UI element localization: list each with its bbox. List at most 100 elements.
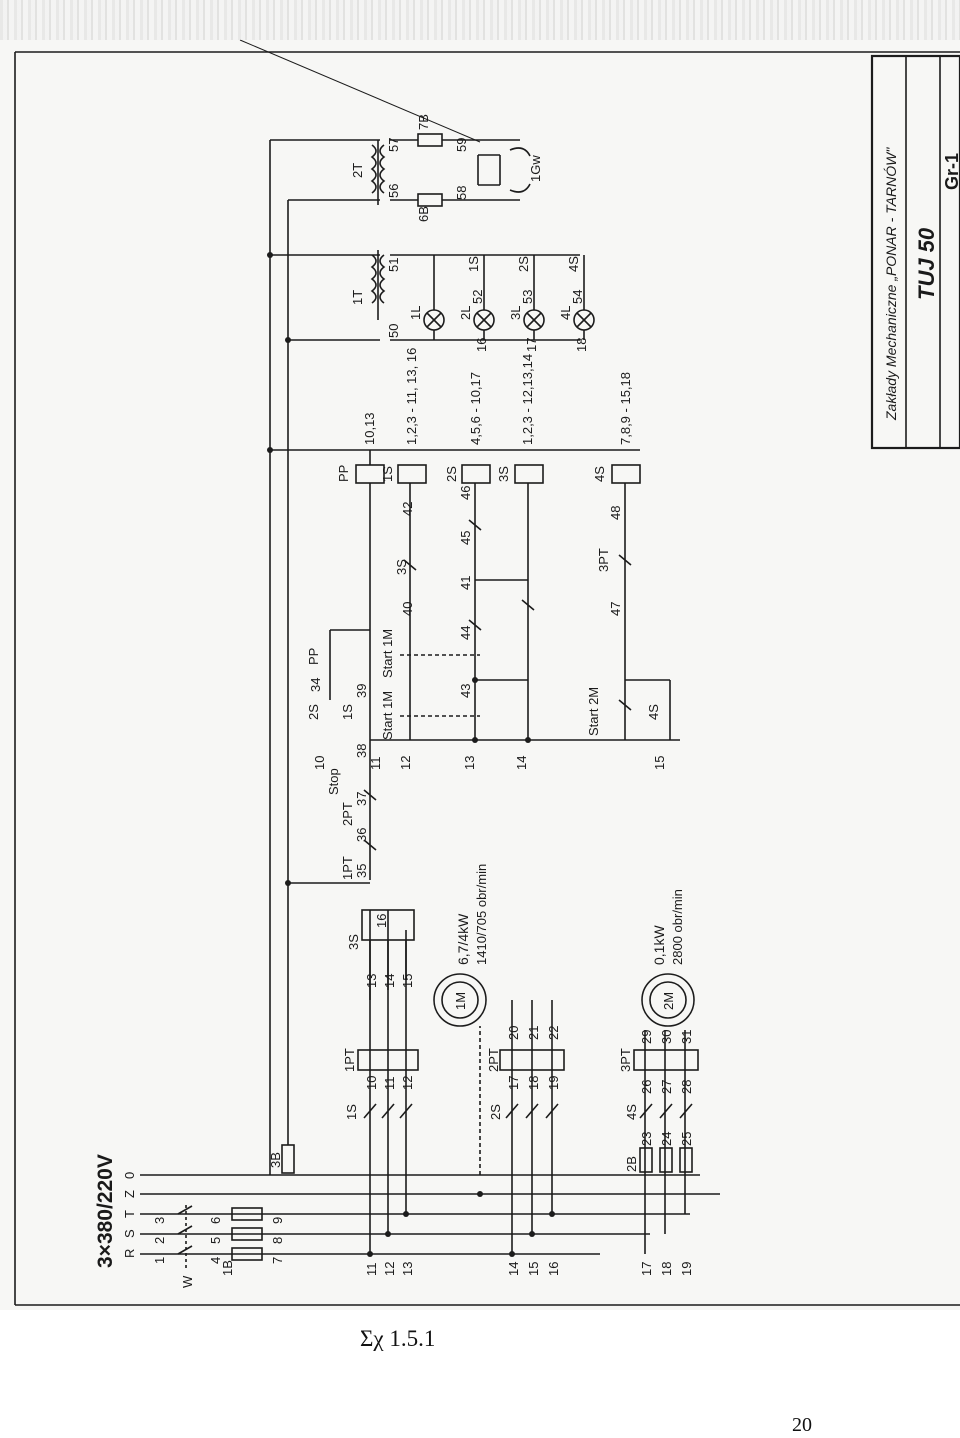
lamp-2l-switch: 1S [466, 256, 481, 272]
overload-1pt-label: 1PT [342, 1048, 357, 1072]
bus-label-16: 16 [546, 1262, 561, 1276]
title-sheet-code: Gr-1 [942, 153, 960, 190]
fuse-3b-label: 3B [268, 1152, 283, 1168]
page-number: 20 [792, 1414, 812, 1436]
wire-50: 50 [386, 324, 401, 338]
wire-17: 17 [506, 1076, 521, 1090]
wire-21: 21 [526, 1026, 541, 1040]
wire-8: 8 [270, 1237, 285, 1244]
start-2m-label: Start 2M [586, 687, 601, 736]
wire-36: 36 [354, 828, 369, 842]
wire-25: 25 [679, 1132, 694, 1146]
phase-r: R [122, 1249, 137, 1258]
coil-2s-refs: 4,5,6 - 10,17 [468, 372, 483, 445]
fuse-6b-label: 6B [416, 206, 431, 222]
wire-27: 27 [659, 1080, 674, 1094]
contact-16: 16 [374, 914, 389, 928]
ctrl-1s-label: 1S [340, 704, 355, 720]
wire-1: 1 [152, 1257, 167, 1264]
ctrl-3pt-label: 3PT [596, 548, 611, 572]
wire-59: 59 [454, 138, 469, 152]
wire-10: 10 [364, 1076, 379, 1090]
wire-46: 46 [458, 486, 473, 500]
lamp-2l-name: 2L [458, 306, 473, 320]
socket-1gw-label: 1Gw [528, 155, 543, 182]
transformer-1t-label: 1T [350, 290, 365, 305]
overload-2pt-label: 2PT [486, 1048, 501, 1072]
wire-31: 31 [679, 1030, 694, 1044]
bus-label-15: 15 [526, 1262, 541, 1276]
lamp-4l-switch: 4S [566, 256, 581, 272]
motor-2m-speed: 2800 obr/min [670, 889, 685, 965]
motor-2m-power: 0,1kW [651, 925, 667, 965]
ctrl-34-label: 34 [308, 678, 323, 692]
wire-51: 51 [386, 258, 401, 272]
bus-label-19: 19 [679, 1262, 694, 1276]
wire-35: 35 [354, 864, 369, 878]
wire-22: 22 [546, 1026, 561, 1040]
main-switch-label: W [180, 1275, 195, 1288]
bus-label-11: 11 [364, 1263, 379, 1277]
fuse-7b-label: 7B [416, 114, 431, 130]
wire-44: 44 [458, 626, 473, 640]
schematic-sheet: 3×380/220V W 1B 3B R S T Z 0 1 2 3 4 5 6… [0, 0, 960, 1306]
bus-label-13: 13 [400, 1262, 415, 1276]
lamp-3l-name: 3L [508, 306, 523, 320]
wire-11: 11 [382, 1077, 397, 1091]
ctrl-2pt-label: 2PT [340, 802, 355, 826]
ctrl-2s-label: 2S [306, 704, 321, 720]
wire-37: 37 [354, 792, 369, 806]
rung-label-15: 15 [652, 756, 667, 770]
bus-label-14: 14 [506, 1262, 521, 1276]
motor-1m-symbol: 1M [453, 992, 468, 1010]
coil-2s-name: 2S [444, 466, 459, 482]
contactor-1s-label: 1S [344, 1104, 359, 1120]
lamp-3l-switch: 2S [516, 256, 531, 272]
start-1m-label-a: Start 1M [380, 691, 395, 740]
rung-label-10: 10 [312, 756, 327, 770]
bus-label-18: 18 [659, 1262, 674, 1276]
rung-label-12: 12 [398, 756, 413, 770]
motor-2m-symbol: 2M [661, 992, 676, 1010]
motor-1m-speed: 1410/705 obr/min [474, 864, 489, 965]
wire-4: 4 [208, 1257, 223, 1264]
wire-42: 42 [400, 502, 415, 516]
overload-3pt-label: 3PT [618, 1048, 633, 1072]
bus-label-12: 12 [382, 1262, 397, 1276]
title-company: Zakłady Mechaniczne „PONAR - TARNÓW" [883, 147, 899, 421]
lamp-1l-name: 1L [408, 306, 423, 320]
ctrl-4s-label: 4S [646, 704, 661, 720]
wire-20: 20 [506, 1026, 521, 1040]
ctrl-3s-label: 3S [394, 559, 409, 575]
wire-45: 45 [458, 531, 473, 545]
lamp-2l-wire: 52 [470, 290, 485, 304]
coil-4s-name: 4S [592, 466, 607, 482]
coil-3s-refs: 1,2,3 - 12,13,14 [520, 354, 535, 445]
wire-39: 39 [354, 684, 369, 698]
coil-1s-refs: 1,2,3 - 11, 13, 16 [404, 348, 419, 445]
wire-2: 2 [152, 1237, 167, 1244]
fuse-2b-label: 2B [624, 1156, 639, 1172]
contactor-4s-label: 4S [624, 1104, 639, 1120]
coil-3s-name: 3S [496, 466, 511, 482]
wire-47: 47 [608, 602, 623, 616]
wire-19: 19 [546, 1076, 561, 1090]
wire-30: 30 [659, 1030, 674, 1044]
wire-48: 48 [608, 506, 623, 520]
wire-5: 5 [208, 1237, 223, 1244]
wire-26: 26 [639, 1080, 654, 1094]
lamp-2l-ref: 16 [474, 338, 489, 352]
lamp-3l-ref: 17 [524, 338, 539, 352]
stop-button-label: Stop [326, 768, 341, 795]
motor-1m-power: 6,7/4kW [455, 913, 471, 965]
phase-t: T [122, 1210, 137, 1218]
wire-15: 15 [400, 974, 415, 988]
wire-3: 3 [152, 1217, 167, 1224]
wire-58: 58 [454, 186, 469, 200]
rung-label-13: 13 [462, 756, 477, 770]
lamp-3l-wire: 53 [520, 290, 535, 304]
figure-caption: Σχ 1.5.1 [360, 1326, 436, 1351]
lamp-4l-ref: 18 [574, 338, 589, 352]
wire-23: 23 [639, 1132, 654, 1146]
rung-label-11: 11 [368, 757, 383, 771]
